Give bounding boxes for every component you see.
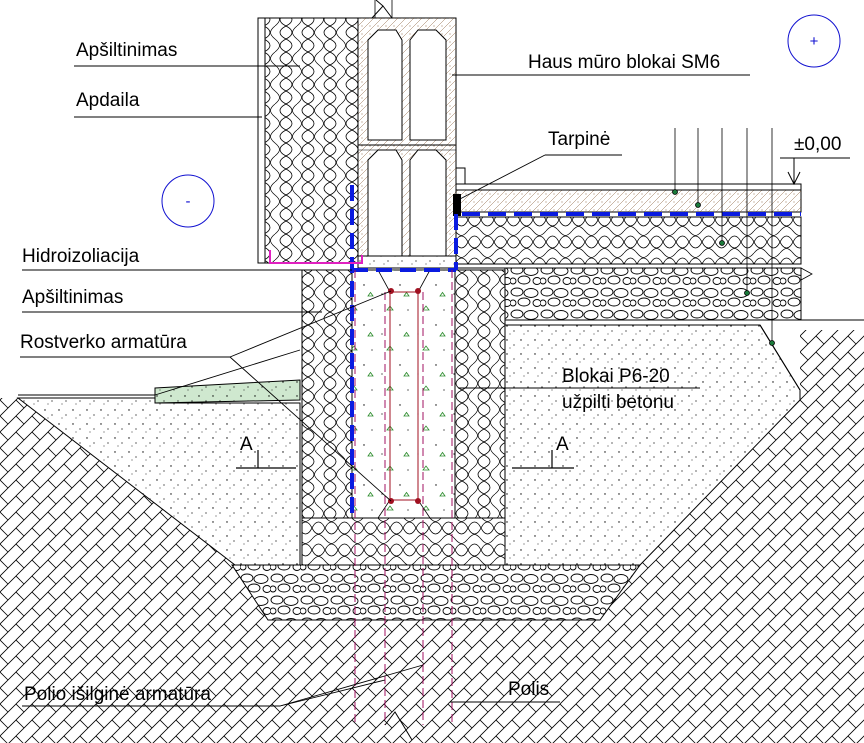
magenta-flashing: [269, 250, 363, 264]
label-blokai-2: užpilti betonu: [562, 392, 674, 413]
label-apdaila: Apdaila: [76, 90, 140, 111]
plus-symbol: +: [810, 33, 819, 50]
section-marker-right: [512, 450, 574, 469]
label-hidroizoliacija: Hidroizoliacija: [22, 246, 140, 267]
label-rostverko: Rostverko armatūra: [20, 332, 187, 353]
label-section-left: A: [240, 434, 253, 455]
sand-backfill-left-dots: [18, 398, 300, 565]
level-marker: [780, 157, 850, 186]
rebar-cage: [388, 288, 421, 504]
label-haus: Haus mūro blokai SM6: [528, 52, 720, 73]
label-level: ±0,00: [794, 134, 841, 155]
section-marker-left: [236, 450, 296, 469]
label-tarpine: Tarpinė: [548, 129, 610, 150]
plus-symbol-circle: [787, 14, 841, 68]
leader-lines: [18, 65, 750, 707]
minus-symbol: -: [186, 193, 191, 210]
sand-backfill-right-dots: [505, 325, 800, 565]
label-apsiltinimas-top: Apšiltinimas: [76, 40, 177, 61]
pile: [354, 270, 453, 725]
label-section-right: A: [556, 434, 569, 455]
break-top: [371, 0, 393, 19]
gasket: [453, 194, 461, 216]
floor-leaders: [672, 128, 775, 346]
label-polis: Polis: [508, 679, 549, 700]
label-apsiltinimas-mid: Apšiltinimas: [22, 287, 123, 308]
label-polio: Polio išilginė armatūra: [24, 684, 211, 705]
break-bottom: [384, 711, 413, 741]
finish-layer: [257, 17, 266, 264]
waterproofing: [350, 185, 458, 518]
minus-symbol-circle: [161, 174, 215, 228]
label-blokai-1: Blokai P6-20: [562, 366, 670, 387]
